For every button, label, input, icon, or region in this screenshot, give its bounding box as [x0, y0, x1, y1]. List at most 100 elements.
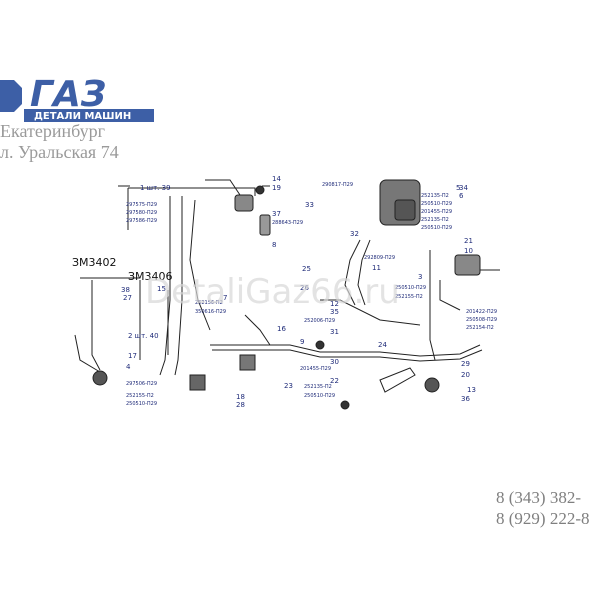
- callout-number: 36: [461, 395, 470, 403]
- callout-number: 34: [459, 184, 468, 192]
- part-number: 250510-П29: [304, 393, 335, 399]
- bushing-part: [92, 370, 108, 386]
- main-fuel-line: [210, 344, 481, 357]
- part-number: 250510-П29: [126, 401, 157, 407]
- part-number: 201455-П29: [421, 209, 452, 215]
- callout-number: 33: [305, 201, 314, 209]
- callout-number: 25: [302, 265, 311, 273]
- logo-text: ГАЗ: [30, 76, 106, 115]
- fuel-filter-part: [234, 194, 254, 212]
- fuel-pipe: [174, 196, 183, 376]
- fitting-line: [439, 280, 461, 311]
- part-number: 201455-П29: [300, 366, 331, 372]
- engine-label: ЗМ3406: [128, 270, 173, 283]
- part-number: 297506-П29: [126, 381, 157, 387]
- vertical-pipe: [429, 250, 436, 361]
- part-number: 252135-П2: [421, 193, 449, 199]
- callout-number: 35: [330, 308, 339, 316]
- callout-number: 22: [330, 377, 339, 385]
- callout-number: 30: [330, 358, 339, 366]
- callout-number: 26: [300, 284, 309, 292]
- part-number: 252155-П2: [395, 294, 423, 300]
- part-number: 250510-П29: [421, 225, 452, 231]
- bolt-part: [315, 340, 325, 350]
- hose: [74, 334, 101, 373]
- callout-number: 15: [157, 285, 166, 293]
- part-number: 297586-П29: [126, 218, 157, 224]
- callout-number: 19: [272, 184, 281, 192]
- diagram-lines: [74, 179, 500, 393]
- pump-housing-part: [394, 199, 416, 221]
- callout-number: 29: [461, 360, 470, 368]
- callout-number: 13: [467, 386, 476, 394]
- bracket-line: [320, 299, 421, 326]
- part-number: 250510-П29: [395, 285, 426, 291]
- part-number: 250510-П29: [421, 201, 452, 207]
- address-text: л. Уральская 74: [0, 142, 119, 162]
- callout-number: 21: [464, 237, 473, 245]
- callout-number: 23: [284, 382, 293, 390]
- callout-number: 6: [459, 192, 464, 200]
- callout-number: 32: [350, 230, 359, 238]
- callout-number: 7: [223, 294, 227, 302]
- clamp-part: [239, 354, 256, 371]
- callout-number: 5: [456, 184, 460, 192]
- part-number: 252155-П2: [126, 393, 154, 399]
- hose: [357, 239, 371, 306]
- callout-number: 31: [330, 328, 339, 336]
- valve-part: [454, 254, 481, 276]
- part-number: 252156-П2: [195, 300, 223, 306]
- bolt-part: [340, 400, 350, 410]
- phone-2[interactable]: 8 (929) 222-8: [496, 509, 590, 528]
- callout-number: 10: [464, 247, 473, 255]
- engine-label: ЗМ3402: [72, 256, 117, 269]
- part-number: 252135-П2: [304, 384, 332, 390]
- main-fuel-line: [212, 349, 483, 362]
- part-number: 292809-П29: [364, 255, 395, 261]
- bushing-part: [424, 377, 440, 393]
- callout-number: 28: [236, 401, 245, 409]
- part-number: 297580-П29: [126, 210, 157, 216]
- callout-number: 8: [272, 241, 276, 249]
- callout-number: 20: [461, 371, 470, 379]
- engine-mount: [91, 280, 101, 371]
- city-text: Екатеринбург: [0, 121, 105, 141]
- callout-number: 16: [277, 325, 286, 333]
- callout-number: 27: [123, 294, 132, 302]
- hose: [344, 239, 361, 306]
- callout-number: 38: [121, 286, 130, 294]
- part-number: 350616-П29: [195, 309, 226, 315]
- clamp-part: [189, 374, 206, 391]
- callout-number: 24: [378, 341, 387, 349]
- callout-number: 9: [300, 338, 304, 346]
- part-number: 250508-П29: [466, 317, 497, 323]
- bolt-part: [255, 185, 265, 195]
- frame-line: [128, 187, 256, 196]
- part-number: 252135-П2: [421, 217, 449, 223]
- part-number: 201422-П29: [466, 309, 497, 315]
- mount-plate: [379, 367, 416, 393]
- branch-line: [244, 314, 271, 346]
- phone-1[interactable]: 8 (343) 382-: [496, 488, 581, 507]
- callout-number: 11: [372, 264, 381, 272]
- diagram-parts: [92, 179, 481, 410]
- callout-number: 1 шт. 39: [140, 184, 171, 192]
- watermark-text: DetaliGaz66.ru: [145, 272, 400, 312]
- logo-emblem: [0, 80, 22, 112]
- logo-banner: [24, 109, 154, 122]
- callout-number: 17: [128, 352, 137, 360]
- callout-number: 14: [272, 175, 281, 183]
- callout-number: 4: [126, 363, 131, 371]
- callout-number: 12: [330, 300, 339, 308]
- callout-number: 37: [272, 210, 281, 218]
- logo-subtext: ДЕТАЛИ МАШИН: [34, 111, 131, 122]
- brand-logo: ГАЗ ДЕТАЛИ МАШИН: [0, 74, 160, 126]
- part-number: 252006-П29: [304, 318, 335, 324]
- callout-number: 2 шт. 40: [128, 332, 159, 340]
- part-number: 288643-П29: [272, 220, 303, 226]
- fitting-part: [259, 214, 271, 236]
